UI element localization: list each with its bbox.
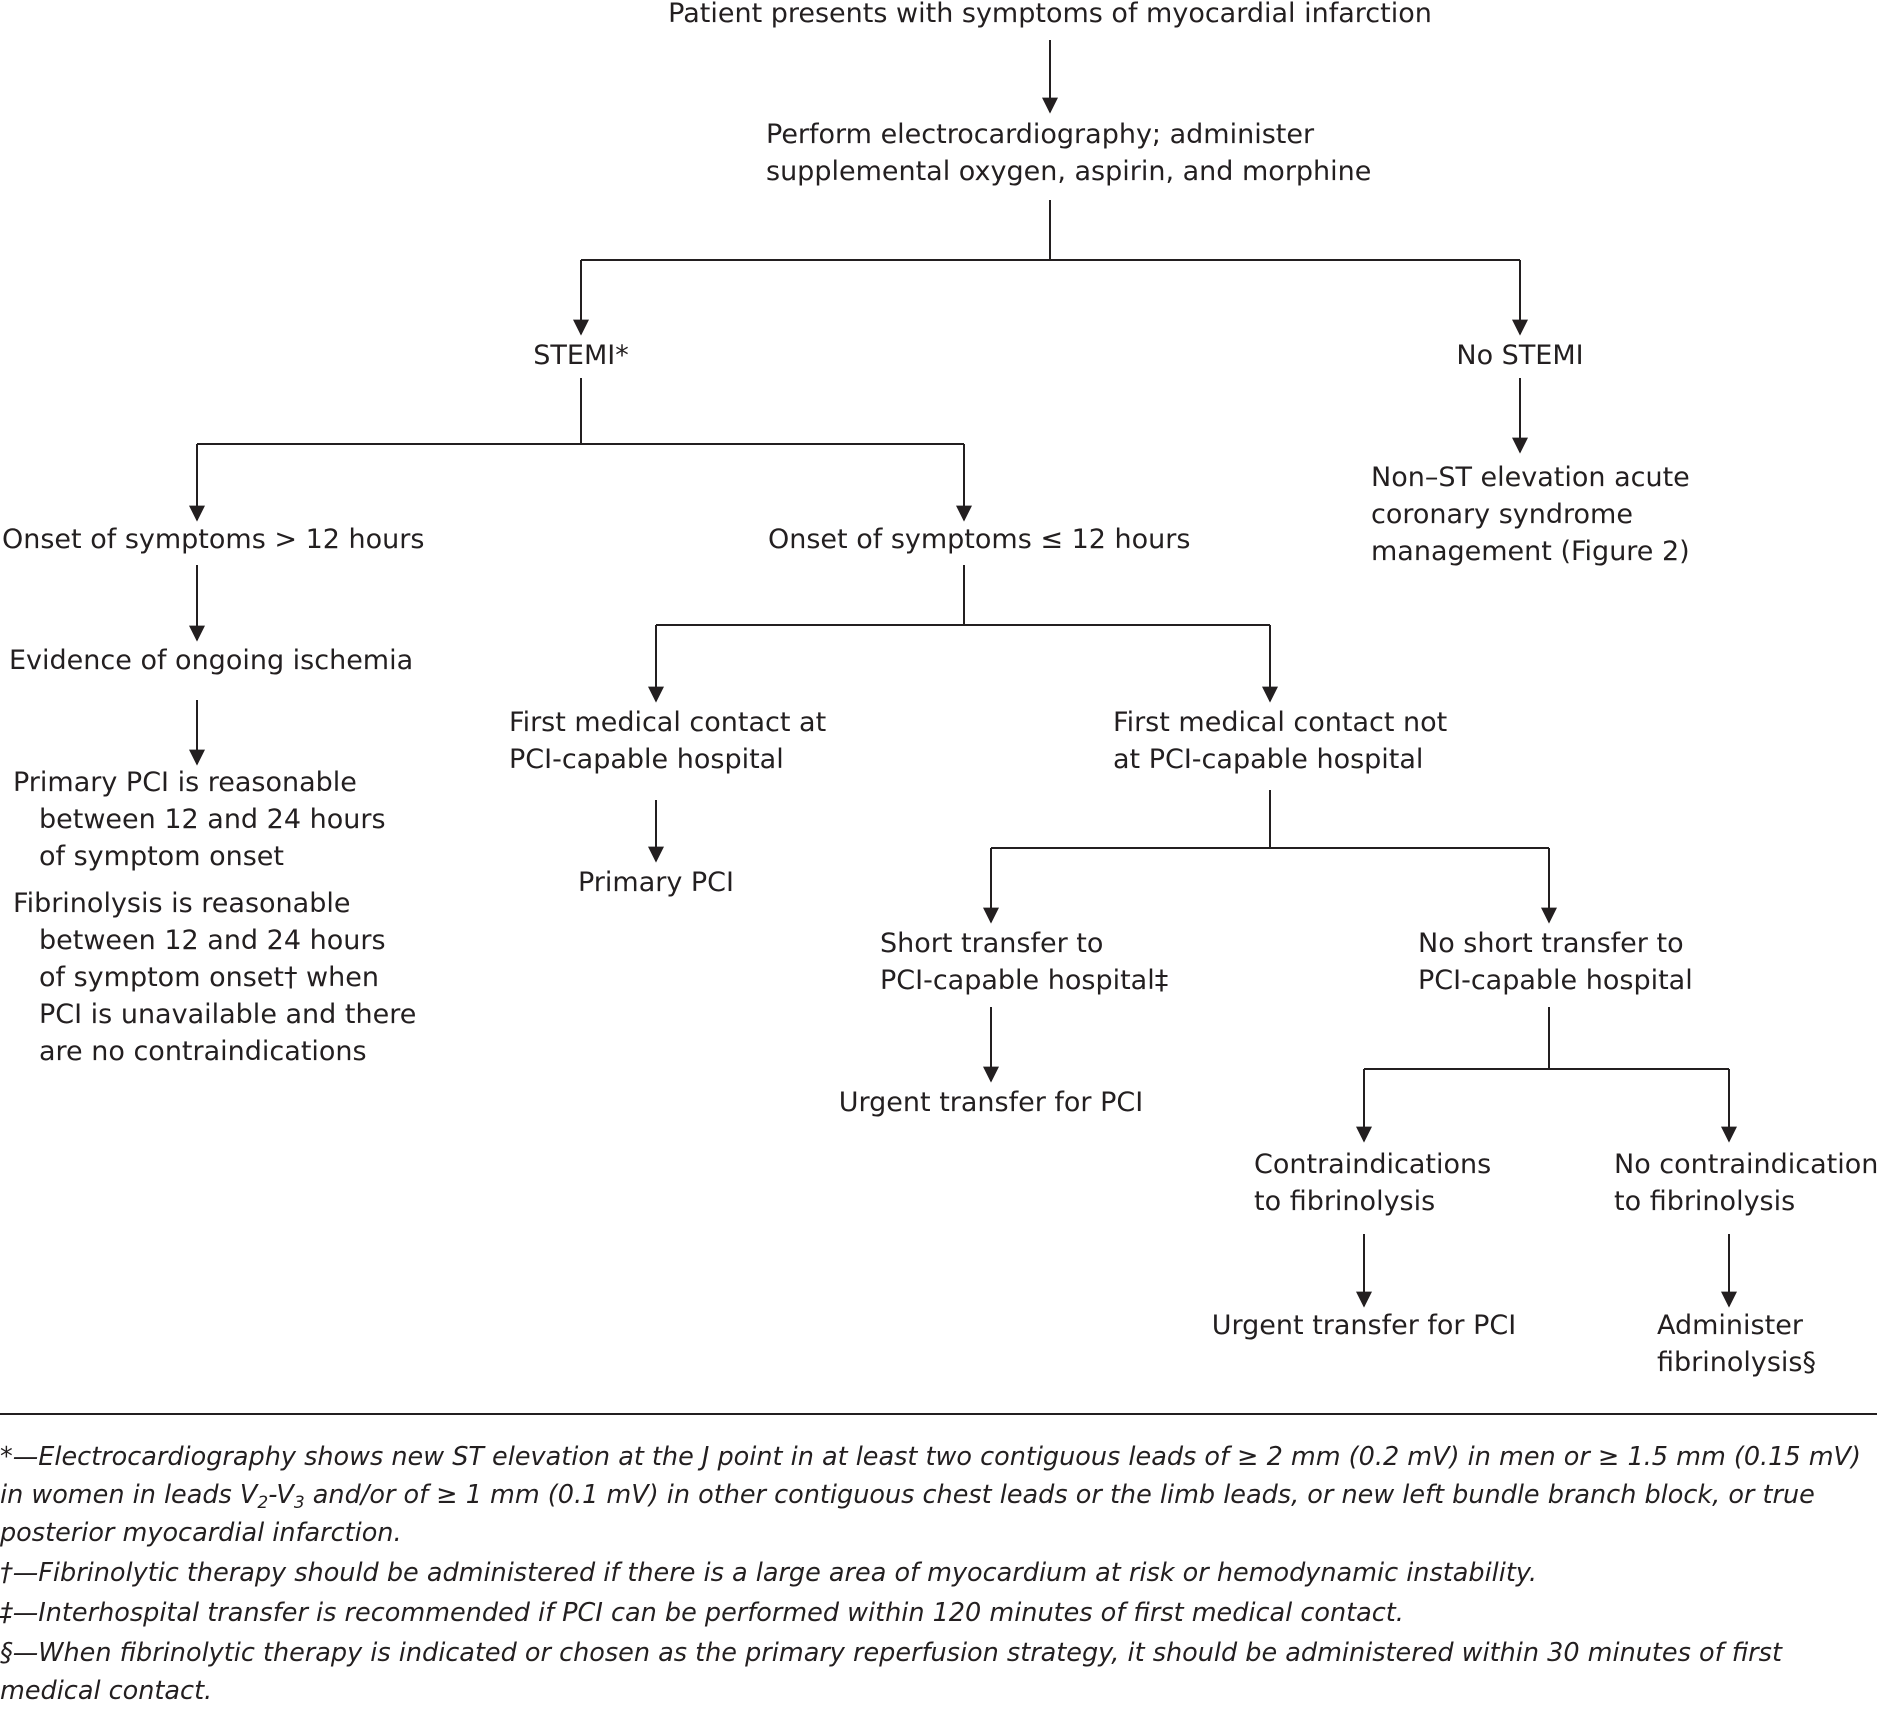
node-fmc-nopci: First medical contact not at PCI-capable… xyxy=(1113,707,1448,775)
node-nste: Non–ST elevation acute coronary syndrome… xyxy=(1371,462,1690,567)
node-ischemia: Evidence of ongoing ischemia xyxy=(9,645,414,676)
node-stemi: STEMI* xyxy=(533,340,629,371)
footnote-section: §—When fibrinolytic therapy is indicated… xyxy=(0,1638,1782,1706)
node-fmc-pci: First medical contact at PCI-capable hos… xyxy=(509,707,827,775)
footnote-star: *—Electrocardiography shows new ST eleva… xyxy=(0,1442,1861,1548)
node-start: Patient presents with symptoms of myocar… xyxy=(668,0,1432,29)
node-contraindications: Contraindications to fibrinolysis xyxy=(1254,1149,1492,1217)
footnote-double-dagger: ‡—Interhospital transfer is recommended … xyxy=(0,1598,1404,1628)
node-urgent-transfer-2: Urgent transfer for PCI xyxy=(1211,1310,1517,1341)
node-onset-early: Onset of symptoms ≤ 12 hours xyxy=(768,524,1191,555)
node-urgent-transfer-1: Urgent transfer for PCI xyxy=(838,1087,1144,1118)
footnote-dagger: †—Fibrinolytic therapy should be adminis… xyxy=(0,1558,1538,1588)
node-no-contraindications: No contraindications to fibrinolysis xyxy=(1614,1149,1877,1217)
node-no-short-transfer: No short transfer to PCI-capable hospita… xyxy=(1418,928,1693,996)
node-short-transfer: Short transfer to PCI-capable hospital‡ xyxy=(880,928,1169,996)
node-no-stemi: No STEMI xyxy=(1456,340,1584,371)
node-administer-fibrinolysis: Administer fibrinolysis§ xyxy=(1657,1310,1816,1378)
node-late-pci: Primary PCI is reasonable between 12 and… xyxy=(13,767,386,872)
node-onset-late: Onset of symptoms > 12 hours xyxy=(2,524,425,555)
node-ecg: Perform electrocardiography; administer … xyxy=(766,119,1372,187)
footnotes: *—Electrocardiography shows new ST eleva… xyxy=(0,1438,1877,1712)
node-primary-pci: Primary PCI xyxy=(577,867,734,898)
node-late-fibrinolysis: Fibrinolysis is reasonable between 12 an… xyxy=(13,888,417,1067)
footnote-divider xyxy=(0,1413,1877,1415)
